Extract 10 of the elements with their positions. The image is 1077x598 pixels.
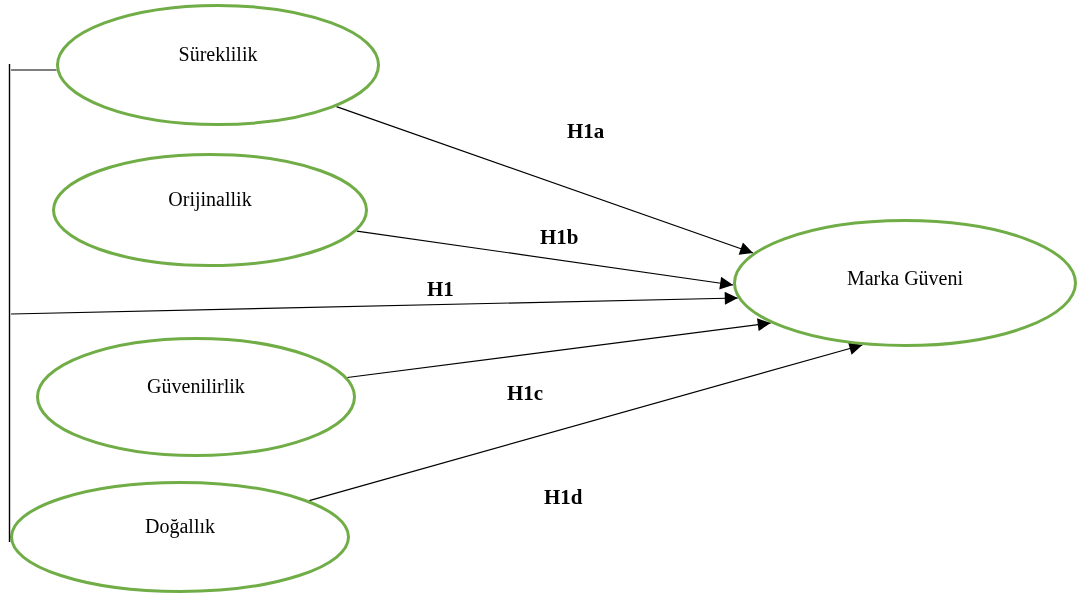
node-label: Süreklilik [177, 43, 259, 66]
arrow [356, 230, 734, 290]
node-label: Orijinallik [167, 188, 253, 211]
arrow [346, 318, 772, 379]
arrow [10, 291, 739, 315]
node-label: Doğallık [144, 515, 216, 538]
arrow [335, 106, 754, 255]
node-label: Marka Güveni [845, 267, 965, 290]
arrow [308, 342, 863, 502]
node-label: Güvenilirlik [146, 375, 246, 398]
